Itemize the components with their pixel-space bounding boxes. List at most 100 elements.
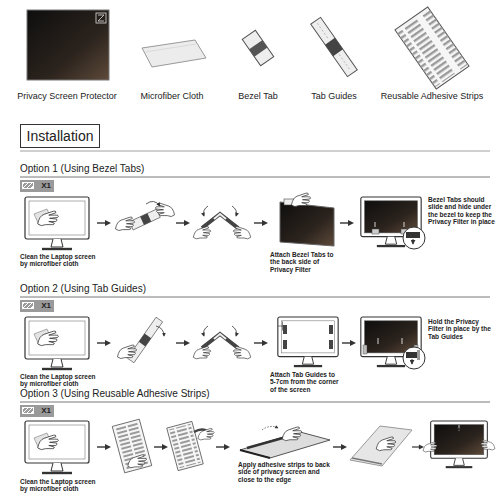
step-arrow <box>176 340 190 346</box>
place-filter-step <box>459 425 460 431</box>
strip-sheet-step <box>115 422 150 471</box>
tab-guides <box>317 23 350 71</box>
option-rule <box>20 402 490 403</box>
adhesive-strips-sheet <box>395 7 469 89</box>
step-arrow <box>176 220 190 226</box>
adhesive-strips-sheet <box>395 7 469 89</box>
part-name: Reusable Adhesive Strips <box>367 91 497 101</box>
fold-tab-step <box>193 206 250 239</box>
fold-tab-step <box>233 227 250 239</box>
option-rule <box>20 177 490 178</box>
filter-held-step <box>378 338 402 344</box>
clean-step <box>25 421 89 473</box>
peel-tab-step <box>115 201 174 230</box>
step-caption: Hold the Privacy Filter in place by the … <box>428 318 496 340</box>
clean-step <box>25 197 89 249</box>
attach-guide-step <box>278 317 338 366</box>
step-arrow <box>333 444 347 450</box>
option-heading: Option 3 (Using Reusable Adhesive Strips… <box>20 388 320 400</box>
bezel-tab <box>242 30 273 65</box>
filter-in-place-step <box>361 197 425 249</box>
peel-tab-step <box>129 209 160 230</box>
option-heading: Option 1 (Using Bezel Tabs) <box>20 163 320 175</box>
option-heading: Option 2 (Using Tab Guides) <box>20 283 320 295</box>
apply-strip-step <box>240 426 330 458</box>
filter-held-step <box>417 350 420 360</box>
part-name: Tab Guides <box>284 91 384 101</box>
bezel-tab <box>249 40 267 57</box>
filter-in-place-step <box>403 227 425 249</box>
peel-tab-step <box>140 213 151 225</box>
strip-sheet-step <box>112 419 151 473</box>
filter-held-step <box>363 345 367 354</box>
step-arrow <box>254 220 268 226</box>
step-arrow <box>97 220 111 226</box>
badge-icon <box>22 302 34 309</box>
node-text: Installation <box>27 129 94 143</box>
node-text: X1 <box>41 182 51 190</box>
clean-step <box>25 421 89 473</box>
attach-tab-step <box>280 193 334 246</box>
strip-sheet-step <box>112 419 151 473</box>
node-text: X1 <box>41 407 51 415</box>
peel-guide-step <box>117 317 164 363</box>
badge-icon <box>22 182 34 189</box>
apply-strip-step <box>282 427 302 441</box>
quantity-badge: X1 <box>20 300 54 312</box>
fold-tab-step <box>204 206 209 216</box>
quantity-badge: X1 <box>20 405 54 417</box>
step-arrow <box>342 340 356 346</box>
clean-step <box>38 211 59 226</box>
peel-tab-step <box>129 209 160 230</box>
fold-guide-step <box>193 347 210 359</box>
strip-sheet-step <box>128 455 146 468</box>
peel-strip-step <box>167 421 204 470</box>
attach-tab-step <box>291 193 310 207</box>
peel-strip-step <box>167 421 214 470</box>
fold-guide-step <box>202 334 238 348</box>
section-heading-box: Installation <box>20 124 100 148</box>
filter-held-step <box>403 347 425 369</box>
clean-step <box>25 317 89 369</box>
attach-tab-step <box>280 202 334 246</box>
press-step <box>376 437 396 451</box>
clean-step <box>25 317 89 369</box>
peel-tab-step <box>146 201 160 206</box>
clean-step <box>38 435 59 450</box>
filter-in-place-step <box>372 229 379 234</box>
option-rule <box>20 297 490 298</box>
strip-sheet-step <box>112 419 151 473</box>
step-arrow <box>97 340 111 346</box>
attach-guide-step <box>329 325 333 334</box>
privacy-screen-protector <box>27 10 109 80</box>
privacy-screen-protector <box>98 15 104 21</box>
part-name: Microfiber Cloth <box>112 91 232 101</box>
section-rule <box>20 151 490 152</box>
filter-in-place-step <box>413 239 414 244</box>
fold-tab-step <box>232 206 237 216</box>
place-filter-step <box>423 442 437 452</box>
quantity-badge: X1 <box>20 180 54 192</box>
step-caption: Clean the Laptop screen by microfiber cl… <box>20 373 100 388</box>
fold-guide-step <box>214 334 226 339</box>
step-arrow <box>340 220 354 226</box>
fold-guide-step <box>233 347 250 359</box>
fold-tab-step <box>202 214 238 228</box>
place-filter-step <box>431 421 488 467</box>
step-arrow <box>97 444 111 450</box>
peel-tab-step <box>115 217 134 231</box>
press-step <box>350 426 412 466</box>
step-arrow <box>254 340 268 346</box>
peel-guide-step <box>117 345 136 359</box>
privacy-screen-protector <box>96 13 106 23</box>
tab-guides <box>311 17 358 76</box>
microfiber-cloth <box>142 40 206 67</box>
step-caption: Attach Bezel Tabs to the back side of Pr… <box>270 251 342 273</box>
step-arrow <box>216 444 230 450</box>
apply-strip-step <box>240 450 270 458</box>
step-caption: Clean the Laptop screen by microfiber cl… <box>20 478 100 493</box>
peel-strip-step <box>198 428 214 440</box>
peel-guide-step <box>139 334 151 347</box>
